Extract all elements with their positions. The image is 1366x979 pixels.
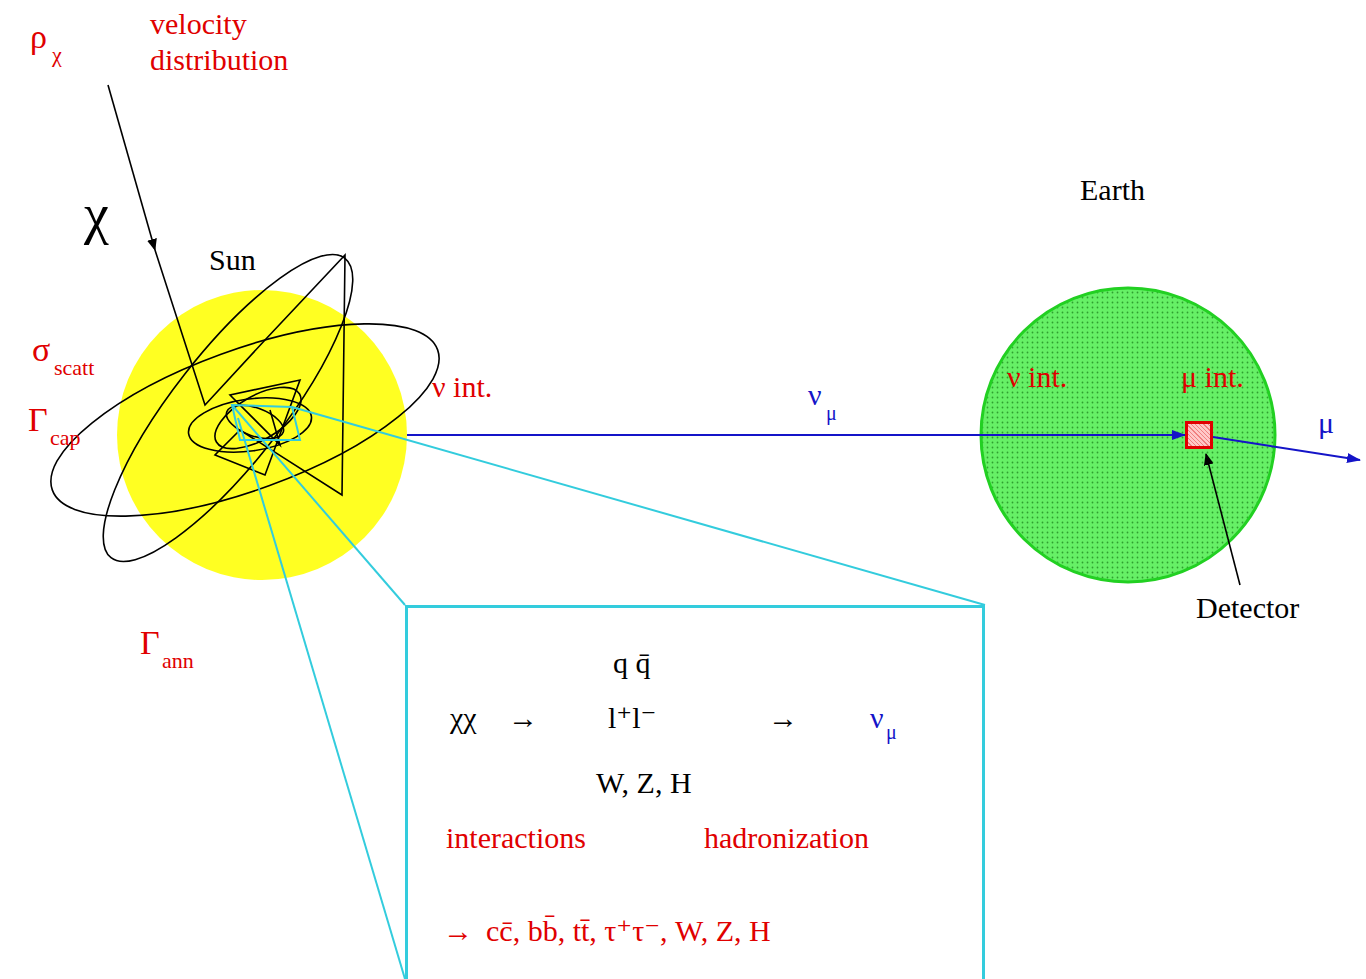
muon-symbol: μ (1318, 408, 1334, 438)
subscript: scatt (54, 357, 94, 379)
arrow-symbol: → (768, 703, 798, 733)
neutrino-symbol: ν (870, 703, 884, 733)
process-label: interactions (446, 823, 586, 853)
muon-track (1213, 437, 1360, 460)
annihilation-rate-symbol: Γ (140, 626, 160, 660)
detector-heading: Detector (1196, 593, 1299, 623)
process-label: hadronization (704, 823, 869, 853)
boson-list: W, Z, H (596, 768, 692, 798)
earth-heading: Earth (1080, 175, 1145, 205)
arrow-symbol: → (508, 703, 538, 733)
capture-rate-symbol: Γ (28, 403, 48, 437)
lepton-pair: l⁺l⁻ (608, 703, 656, 733)
cross-section-symbol: σ (32, 333, 50, 367)
detector-box: Detector (1185, 421, 1213, 449)
subscript: μ (826, 403, 837, 423)
subscript: μ (886, 722, 897, 742)
zoom-inset-box: q q̄ χχ → l⁺l⁻ → νμ W, Z, H interactions hadroni… (405, 605, 985, 979)
subscript: cap (50, 427, 81, 449)
quark-pair: q q̄ (613, 648, 651, 678)
edge-label: ν (808, 380, 822, 410)
interaction-label: μ int. (1181, 362, 1244, 392)
interaction-label: ν int. (1007, 362, 1067, 392)
earth-node: Earthν int.μ int.Detector (981, 288, 1275, 582)
density-symbol: ρ (30, 20, 47, 54)
subscript: χ (52, 44, 62, 66)
wimp-pair: χχ (450, 703, 477, 733)
channel-list: cc̄, bb̄, tt̄, τ⁺τ⁻, W, Z, H (486, 916, 771, 946)
neutrino-beam-arrow (407, 434, 1185, 436)
arrow-symbol: → (443, 916, 473, 946)
orbits (28, 224, 461, 591)
sun-disc (117, 290, 407, 580)
velocity-label: velocity distribution (150, 6, 360, 78)
detector-leader (1206, 454, 1240, 585)
subscript: ann (162, 650, 194, 672)
interaction-label: ν int. (432, 372, 492, 402)
incoming-wimp-arrow (108, 85, 155, 250)
sun-heading: Sun (209, 245, 256, 275)
sun-node: Sun (117, 290, 407, 580)
wimp-symbol: χ (84, 186, 109, 242)
